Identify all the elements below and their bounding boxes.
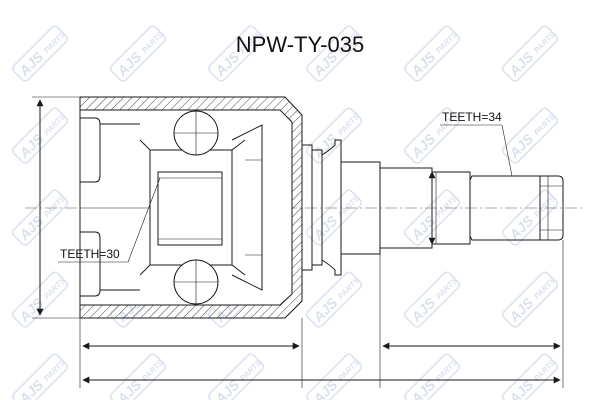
ball-top [173, 110, 219, 156]
svg-text:AJS: AJS [15, 130, 47, 162]
neck-seal [302, 139, 381, 276]
svg-text:AJS: AJS [309, 212, 341, 244]
teeth-outer-label: TEETH=34 [442, 110, 502, 124]
svg-text:AJS: AJS [309, 130, 341, 162]
svg-text:AJS: AJS [407, 48, 439, 80]
svg-text:AJS: AJS [15, 212, 47, 244]
ball-bottom [173, 259, 219, 305]
svg-text:AJS: AJS [407, 130, 439, 162]
svg-text:AJS: AJS [505, 294, 537, 326]
svg-text:AJS: AJS [505, 212, 537, 244]
svg-text:AJS: AJS [15, 294, 47, 326]
label-teeth-inner: TEETH=30 [58, 177, 161, 263]
cage [231, 124, 263, 291]
svg-text:AJS: AJS [15, 48, 47, 80]
svg-text:AJS: AJS [309, 294, 341, 326]
dimension-lines [32, 96, 564, 388]
svg-text:AJS: AJS [505, 48, 537, 80]
teeth-inner-label: TEETH=30 [60, 247, 120, 261]
svg-text:AJS: AJS [505, 130, 537, 162]
part-number-title: NPW-TY-035 [236, 32, 364, 57]
svg-text:AJS: AJS [407, 212, 439, 244]
svg-text:AJS: AJS [113, 48, 145, 80]
outer-housing [79, 96, 303, 319]
label-teeth-outer: TEETH=34 [440, 110, 513, 177]
housing-tracks [80, 117, 150, 297]
svg-text:AJS: AJS [407, 294, 439, 326]
